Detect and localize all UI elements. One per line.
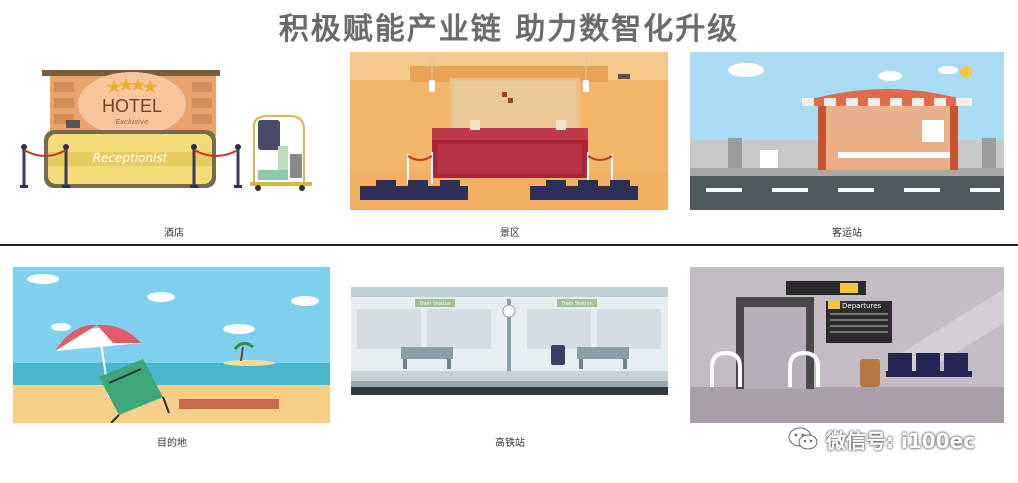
caption-train-station: 高铁站: [495, 438, 525, 449]
caption-hotel: 酒店: [164, 228, 184, 239]
section-divider: [0, 244, 1018, 246]
page-title: 积极赋能产业链 助力数智化升级: [278, 12, 740, 47]
train-station-illustration: Train Station Train Station: [351, 287, 668, 395]
station-sign-left: Train Station: [418, 301, 450, 307]
hotel-desk-text: Receptionist: [93, 151, 169, 165]
caption-scenic-area: 景区: [500, 228, 520, 239]
hotel-sign-text: HOTEL: [102, 96, 162, 116]
bus-station-illustration: [690, 52, 1004, 210]
scenic-area-illustration: [350, 52, 668, 210]
watermark-text: 微信号: i100ec: [826, 428, 975, 453]
caption-destination: 目的地: [157, 438, 187, 449]
station-sign-right: Train Station: [560, 301, 592, 307]
wechat-watermark: 微信号: i100ec: [788, 424, 975, 454]
wechat-icon: [788, 427, 818, 450]
departures-board-text: Departures: [842, 302, 882, 310]
hotel-sign-subtext: Exclusive: [116, 118, 149, 126]
airport-illustration: Departures: [690, 267, 1004, 423]
destination-illustration: [13, 267, 330, 423]
caption-bus-station: 客运站: [832, 228, 862, 239]
hotel-illustration: HOTEL Exclusive Receptionist: [14, 56, 334, 216]
